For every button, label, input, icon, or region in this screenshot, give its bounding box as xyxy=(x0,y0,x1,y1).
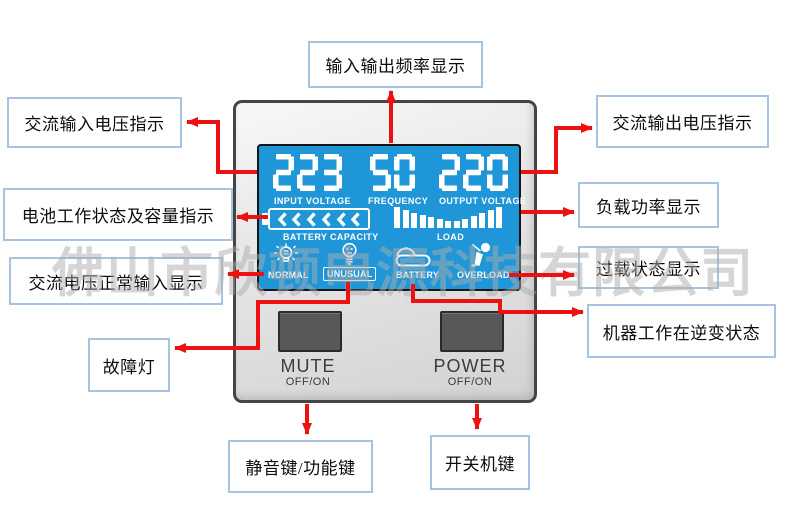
battery-gauge-terminal xyxy=(262,213,268,225)
lcd-screen: INPUT VOLTAGE FREQUENCY OUTPUT VOLTAGE B… xyxy=(257,144,526,291)
battery-segment-chevron xyxy=(292,211,302,227)
callout-fault-lamp: 故障灯 xyxy=(88,338,170,392)
status-label-overload: OVERLOAD xyxy=(457,270,510,280)
status-label-normal: NORMAL xyxy=(268,270,309,280)
lcd-input-voltage-value xyxy=(273,154,342,191)
battery-segment-chevron xyxy=(350,211,360,227)
callout-ac-output-voltage: 交流输出电压指示 xyxy=(596,95,769,148)
callout-mute-function-key: 静音键/功能键 xyxy=(228,440,373,493)
lcd-input-voltage-label: INPUT VOLTAGE xyxy=(274,196,351,206)
lcd-output-voltage-value xyxy=(439,154,508,191)
load-level-bars xyxy=(394,207,508,228)
battery-segment-chevron xyxy=(321,211,331,227)
mute-button-sublabel: OFF/ON xyxy=(285,376,331,388)
load-bar xyxy=(428,217,434,228)
callout-frequency-display: 输入输出频率显示 xyxy=(308,41,483,88)
callout-ac-input-voltage: 交流输入电压指示 xyxy=(7,97,182,148)
lcd-frequency-label: FREQUENCY xyxy=(368,196,429,206)
battery-segment-chevron xyxy=(277,211,287,227)
load-bar xyxy=(479,213,485,228)
callout-inverter-mode: 机器工作在逆变状态 xyxy=(587,304,776,358)
unusual-bulb-icon xyxy=(342,242,357,265)
lcd-output-voltage-label: OUTPUT VOLTAGE xyxy=(439,196,527,206)
load-bar xyxy=(470,216,477,228)
power-button[interactable] xyxy=(440,311,504,352)
load-bar xyxy=(462,219,468,228)
mute-button[interactable] xyxy=(278,311,342,352)
mute-button-label: MUTE xyxy=(280,356,336,376)
callout-battery-status-capacity: 电池工作状态及容量指示 xyxy=(3,188,233,241)
battery-mode-icon xyxy=(395,247,431,267)
callout-overload-status-display: 过载状态显示 xyxy=(578,246,719,289)
status-label-unusual: UNUSUAL xyxy=(323,267,377,281)
battery-segment-chevron xyxy=(336,211,346,227)
power-button-sublabel: OFF/ON xyxy=(447,376,493,388)
normal-bulb-icon xyxy=(274,243,298,262)
power-button-label: POWER xyxy=(433,356,507,376)
overload-figure-icon xyxy=(471,242,491,267)
load-bar xyxy=(496,207,502,228)
lcd-frequency-value xyxy=(370,154,415,191)
load-bar xyxy=(453,221,460,228)
load-bar xyxy=(445,221,451,228)
status-label-battery: BATTERY xyxy=(396,270,439,280)
callout-power-switch-key: 开关机键 xyxy=(430,435,530,490)
battery-capacity-gauge xyxy=(268,208,370,230)
battery-segment-chevron xyxy=(306,211,316,227)
callout-ac-normal-input: 交流电压正常输入显示 xyxy=(9,257,223,305)
callout-load-power-display: 负载功率显示 xyxy=(578,182,719,228)
load-bar xyxy=(436,219,443,228)
load-bar xyxy=(487,210,494,228)
load-bar xyxy=(394,207,400,228)
lcd-load-label: LOAD xyxy=(437,232,465,242)
load-bar xyxy=(402,210,409,228)
load-bar xyxy=(411,213,417,228)
load-bar xyxy=(419,215,426,228)
lcd-battery-capacity-label: BATTERY CAPACITY xyxy=(283,232,379,242)
